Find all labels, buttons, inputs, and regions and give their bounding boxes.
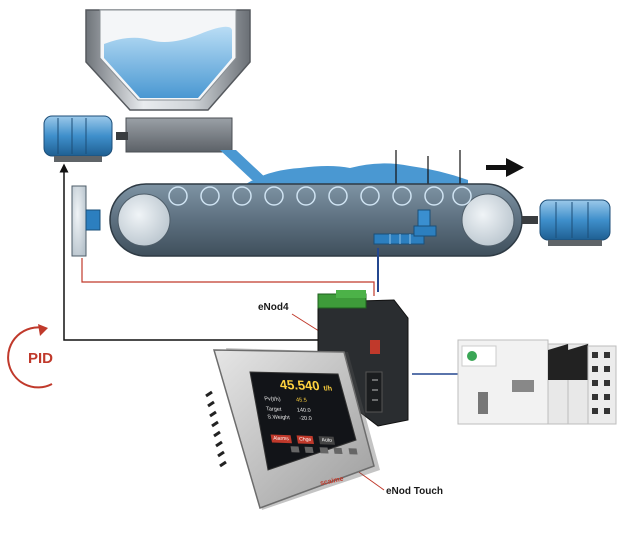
screen-row: S.Weight -20.0 xyxy=(267,414,312,422)
row-name: Pv(t/h) xyxy=(263,396,282,403)
screen-main-readout: 45.540 t/h xyxy=(278,377,333,394)
row-value: -20.0 xyxy=(298,415,313,422)
nav-button[interactable] xyxy=(319,447,329,454)
screen-row: Target 140.0 xyxy=(266,406,312,414)
row-name: S.Weight xyxy=(267,414,291,422)
pid-label: PID xyxy=(28,350,54,367)
belt-motor xyxy=(522,199,611,246)
enod4-label: eNod4 xyxy=(258,302,289,313)
load-cell xyxy=(373,209,437,245)
nav-button[interactable] xyxy=(304,446,315,454)
nav-button[interactable] xyxy=(290,446,300,453)
main-weight-unit: t/h xyxy=(322,385,333,393)
screen-nav-buttons xyxy=(289,439,358,459)
pid-loop-icon xyxy=(7,324,53,389)
main-weight-value: 45.540 xyxy=(278,376,321,394)
enod-touch-panel xyxy=(205,348,380,510)
screen-row: Pv(t/h) 45.5 xyxy=(264,396,308,404)
material-on-belt xyxy=(246,163,468,184)
conveyor-belt xyxy=(109,183,523,257)
plc-rack xyxy=(457,339,617,425)
nav-button[interactable] xyxy=(348,448,358,455)
enod-touch-label: eNod Touch xyxy=(386,486,444,497)
hopper xyxy=(85,9,251,111)
enod-touch-screen: 45.540 t/h Pv(t/h) 45.5 Target 140.0 S.W… xyxy=(256,374,360,460)
row-value: 45.5 xyxy=(295,397,308,404)
nav-button[interactable] xyxy=(333,447,343,455)
control-output-line xyxy=(59,163,330,341)
vibrating-feeder xyxy=(116,117,233,153)
speed-sensor xyxy=(71,185,101,257)
row-name: Target xyxy=(265,406,282,413)
row-value: 140.0 xyxy=(296,407,312,414)
speed-signal-line xyxy=(81,258,375,296)
material-stream xyxy=(220,150,268,180)
feeder-motor xyxy=(43,115,113,162)
flow-direction-arrow xyxy=(486,158,524,177)
enod-touch-label-leader xyxy=(355,469,385,491)
